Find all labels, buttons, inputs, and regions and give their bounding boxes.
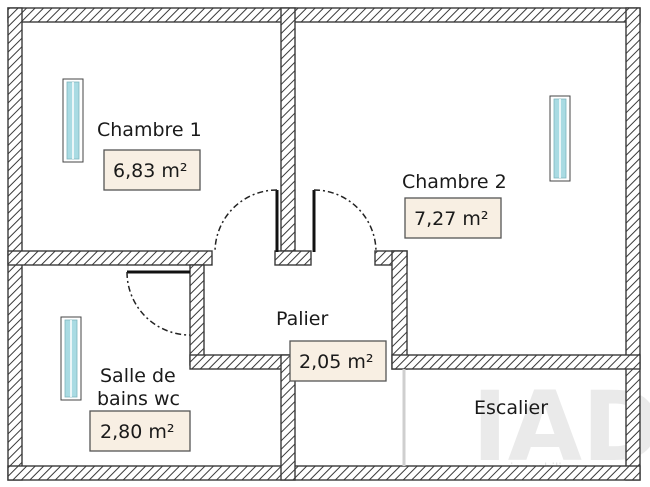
wall-palier-bottom <box>189 354 296 370</box>
walls <box>7 7 641 481</box>
door-swing-icon <box>126 270 191 336</box>
wall-escalier-top <box>391 354 641 370</box>
wall-right <box>625 7 641 481</box>
room-chambre-2: Chambre 2 7,27 m² <box>402 171 507 239</box>
area-box <box>289 340 387 382</box>
wall-left <box>7 7 23 481</box>
area-box <box>103 149 201 191</box>
room-label: Escalier <box>474 397 548 419</box>
room-label: Palier <box>276 308 328 330</box>
room-area: 2,80 m² <box>100 421 174 443</box>
area-box <box>89 410 191 452</box>
wall-ch1-bottom-left <box>7 250 213 266</box>
wall-sdb-escalier <box>280 354 296 481</box>
room-palier: Palier 2,05 m² <box>276 308 387 382</box>
room-label-line1: Salle de <box>100 365 176 387</box>
wall-between-doors <box>274 250 312 266</box>
door-swing-icon <box>312 189 377 253</box>
room-label: Chambre 1 <box>97 119 202 141</box>
room-chambre-1: Chambre 1 6,83 m² <box>97 119 202 191</box>
wall-ch1-ch2 <box>280 7 296 252</box>
radiator-icon <box>549 95 571 182</box>
area-box <box>404 197 502 239</box>
room-escalier: Escalier <box>474 397 548 419</box>
radiator-icon <box>62 78 84 163</box>
wall-sdb-upper-right <box>189 264 205 366</box>
radiator-icon <box>60 316 82 401</box>
room-area: 2,05 m² <box>299 351 373 373</box>
wall-top <box>7 7 641 23</box>
wall-palier-right <box>391 250 408 370</box>
room-salle-de-bains: Salle de bains wc 2,80 m² <box>89 365 191 452</box>
room-area: 7,27 m² <box>414 208 488 230</box>
door-swing-icon <box>214 189 279 253</box>
wall-bottom <box>7 465 641 481</box>
room-area: 6,83 m² <box>113 160 187 182</box>
room-label: Chambre 2 <box>402 171 507 193</box>
room-label-line2: bains wc <box>97 388 180 410</box>
watermark-logo: IAD <box>472 371 650 483</box>
